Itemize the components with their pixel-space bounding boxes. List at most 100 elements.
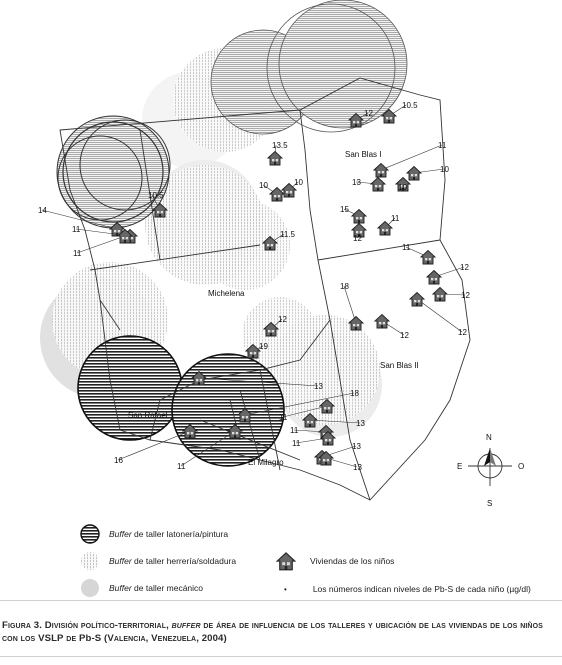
area-label-san-blas-2: San Blas II — [380, 361, 419, 370]
compass-west: O — [518, 462, 524, 471]
child-homes: 12 10.5 13.5 11 10 13 10 10 10 15 11 12 11.5 10.5 14 11… — [38, 101, 470, 472]
striped-buffers-top — [56, 0, 408, 229]
legend-herreria: Buffer de taller herrería/soldadura — [80, 551, 236, 571]
compass-north: N — [486, 433, 492, 442]
pb-level-label: 13 — [314, 382, 323, 391]
house-icon — [377, 221, 393, 236]
pb-level-label: 19 — [259, 342, 268, 351]
caption-pbs: Pb-S — [79, 633, 102, 644]
house-icon — [276, 551, 296, 571]
legend-viviendas: Viviendas de los niños — [276, 551, 394, 571]
caption-bottom-rule — [0, 656, 562, 657]
caption-text-c: de — [63, 633, 80, 644]
pb-level-label: 13 — [352, 178, 361, 187]
legend-mecanico-em: Buffer — [109, 583, 132, 593]
leader-line — [180, 430, 236, 467]
pb-level-label: 12 — [458, 328, 467, 337]
pb-level-label: 12 — [364, 109, 373, 118]
legend-herreria-text: de taller herrería/soldadura — [131, 556, 237, 566]
caption-vslp: VSLP — [38, 633, 64, 644]
territory-boundaries — [59, 77, 471, 501]
herreria-swatch-icon — [81, 552, 99, 570]
pb-level-label: 12 — [460, 263, 469, 272]
pb-level-label: 13 — [353, 463, 362, 472]
house-icon — [348, 316, 364, 331]
caption-top-rule — [0, 600, 562, 601]
legend-niveles-text: Los números indican niveles de Pb-S de c… — [312, 584, 531, 594]
caption-text-a: División político-territorial, — [41, 620, 172, 631]
area-label-el-milagro: El Milagro — [248, 458, 284, 467]
mecanico-swatch-icon — [81, 579, 99, 597]
legend-latoneria-text: de taller latonería/pintura — [131, 529, 229, 539]
pb-level-label: 11 — [73, 249, 82, 258]
leader-line — [41, 209, 118, 230]
legend-niveles: • Los números indican niveles de Pb-S de… — [284, 584, 531, 594]
figure-caption: Figura 3. División político-territorial,… — [2, 619, 560, 645]
leader-line — [380, 144, 443, 171]
legend-mecanico: Buffer de taller mecánico — [80, 578, 203, 598]
leader-line — [416, 298, 463, 333]
pb-level-label: 12 — [278, 315, 287, 324]
leader-line — [343, 285, 357, 324]
house-icon — [267, 151, 283, 166]
compass-south: S — [487, 499, 492, 508]
pb-level-label: 15 — [340, 205, 349, 214]
legend-herreria-em: Buffer — [109, 556, 132, 566]
pb-level-label: 11 — [292, 439, 301, 448]
area-label-san-rafael: San Rafael — [128, 411, 168, 420]
map-figure: San Blas I Michelena San Blas II San Raf… — [38, 0, 524, 508]
welding-buffers — [52, 48, 380, 425]
legend-latoneria-em: Buffer — [109, 529, 132, 539]
caption-figure-number: Figura 3. — [2, 620, 42, 631]
leader-line — [282, 405, 328, 418]
pb-level-label: 12 — [461, 291, 470, 300]
house-icon — [426, 270, 442, 285]
pb-level-label: 16 — [114, 456, 123, 465]
pb-level-label: 11 — [279, 413, 288, 422]
latoneria-swatch-icon — [80, 524, 100, 544]
pb-level-label: 13.5 — [272, 141, 288, 150]
pb-level-label: 10 — [259, 181, 268, 190]
house-icon — [420, 250, 436, 265]
pb-level-label: 13 — [352, 442, 361, 451]
pb-level-label: 11.5 — [280, 230, 296, 239]
house-icon — [432, 287, 448, 302]
pb-level-label: 11 — [438, 141, 447, 150]
pb-level-label: 18 — [340, 282, 349, 291]
pb-level-label: 10 — [294, 178, 303, 187]
leader-line — [117, 430, 191, 461]
area-label-michelena: Michelena — [208, 289, 245, 298]
pb-level-label: 11 — [402, 243, 411, 252]
pb-level-label: 10 — [440, 165, 449, 174]
leader-line — [309, 419, 361, 424]
leader-line — [198, 377, 319, 387]
pb-level-label: 11 — [391, 214, 400, 223]
house-icon — [406, 166, 422, 181]
house-icon — [373, 163, 389, 178]
pb-level-label: 10 — [398, 183, 407, 192]
pb-level-label: 14 — [38, 206, 47, 215]
leader-line — [76, 235, 126, 254]
caption-text-b: de área de influencia de los talleres y … — [2, 620, 543, 644]
legend: Buffer de taller latonería/pintura Buffe… — [80, 518, 550, 604]
compass-rose: N S E O — [457, 433, 524, 508]
pb-level-label: 10.5 — [402, 101, 418, 110]
pb-level-label: 11 — [177, 462, 186, 471]
pb-level-label: 11 — [290, 426, 299, 435]
house-icon — [374, 314, 390, 329]
pb-level-label: 10.5 — [148, 191, 164, 200]
pb-level-label: 12 — [400, 331, 409, 340]
caption-text-em: buffer — [171, 620, 201, 631]
area-label-san-blas-1: San Blas I — [345, 150, 381, 159]
pb-level-label: 12 — [353, 234, 362, 243]
pb-level-label: 18 — [350, 389, 359, 398]
leader-line — [244, 392, 355, 416]
house-icon — [351, 209, 367, 224]
pb-level-label: 11 — [72, 225, 81, 234]
legend-latoneria: Buffer de taller latonería/pintura — [80, 524, 228, 544]
pb-level-label: 13 — [356, 419, 365, 428]
caption-text-d: (Valencia, Venezuela, 2004) — [101, 633, 227, 644]
bullet-icon: • — [284, 584, 287, 594]
legend-viviendas-text: Viviendas de los niños — [310, 556, 395, 566]
compass-east: E — [457, 462, 462, 471]
